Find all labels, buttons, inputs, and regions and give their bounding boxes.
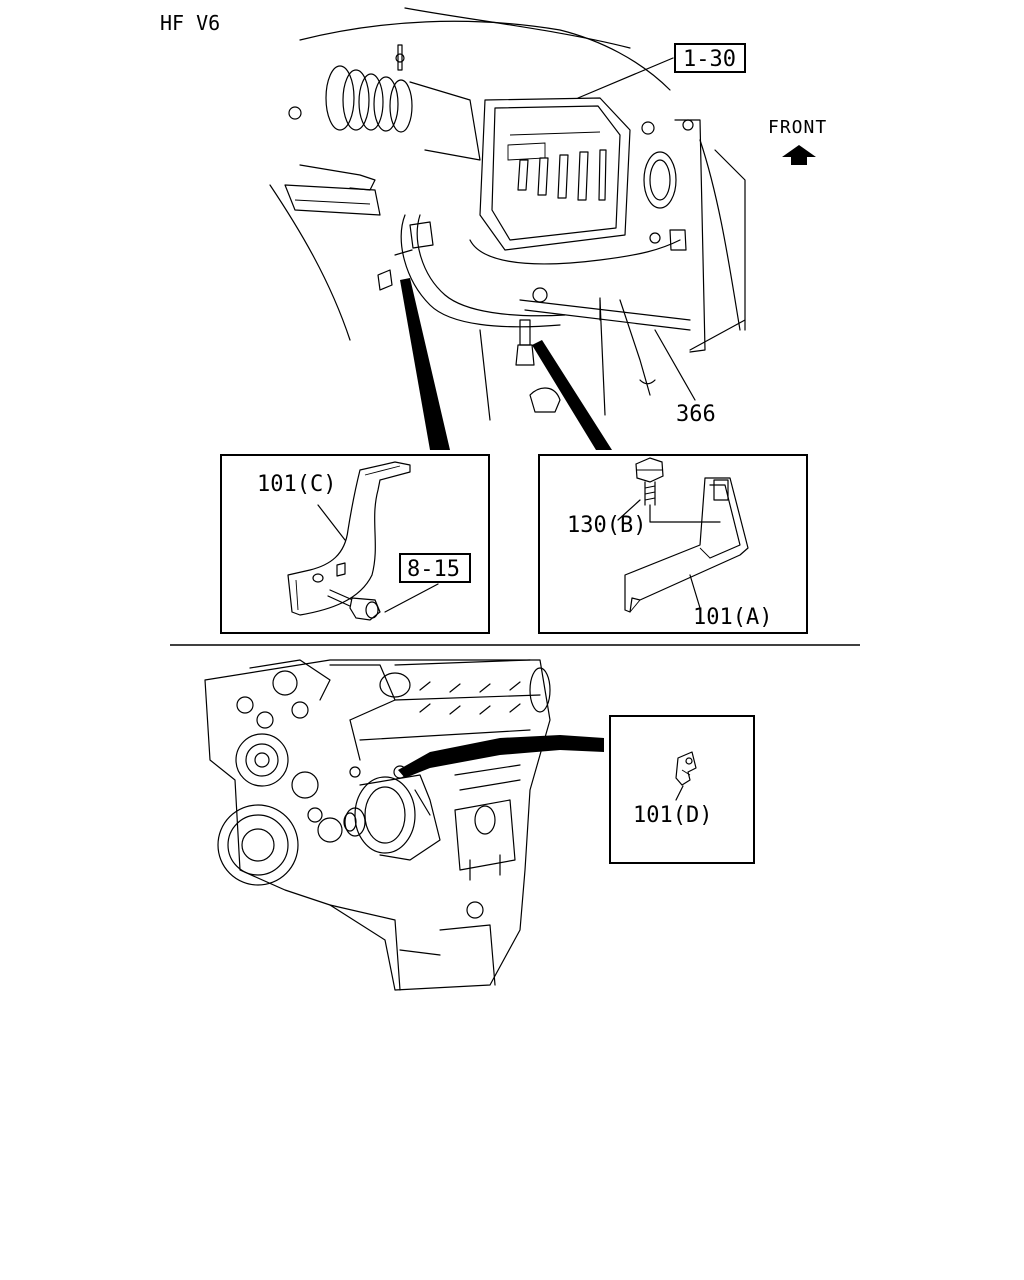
callout-box-1-30 — [674, 43, 746, 73]
engine-illustration — [204, 659, 551, 991]
leader-366 — [654, 329, 696, 401]
leader-101-d — [675, 785, 684, 801]
callout-101-c: 101(C) — [257, 472, 336, 497]
bracket-101-a — [624, 477, 749, 613]
callout-366: 366 — [676, 402, 716, 427]
detail-box-c — [220, 454, 490, 634]
model-header: HF V6 — [160, 11, 220, 35]
pointer-wedge-a — [532, 340, 612, 450]
detail-box-d — [609, 715, 755, 864]
callout-101-d: 101(D) — [633, 803, 712, 828]
leader-101-c — [317, 504, 346, 541]
pointer-wedge-d — [398, 735, 604, 778]
pointer-wedge-c — [400, 278, 450, 450]
detail-box-a — [538, 454, 808, 634]
leader-1-30 — [577, 57, 674, 99]
callout-8-15: 8-15 — [407, 557, 460, 582]
bolt-130-b — [635, 457, 721, 523]
bolt-8-15 — [327, 589, 381, 621]
front-label: FRONT — [768, 117, 827, 138]
engine-bay-illustration — [269, 7, 746, 421]
front-arrow-icon — [782, 145, 816, 165]
air-cleaner-box — [479, 97, 631, 251]
bracket-101-d — [675, 751, 697, 786]
leader-8-15 — [384, 583, 439, 613]
hose-366 — [400, 214, 691, 366]
callout-box-8-15 — [399, 553, 471, 583]
intake-bellows — [325, 65, 481, 161]
leader-130-b — [617, 499, 641, 521]
bracket-101-c — [287, 461, 411, 616]
callout-1-30: 1-30 — [683, 47, 736, 72]
callout-130-b: 130(B) — [567, 513, 646, 538]
callout-101-a: 101(A) — [693, 605, 772, 630]
leader-101-a — [689, 574, 701, 609]
